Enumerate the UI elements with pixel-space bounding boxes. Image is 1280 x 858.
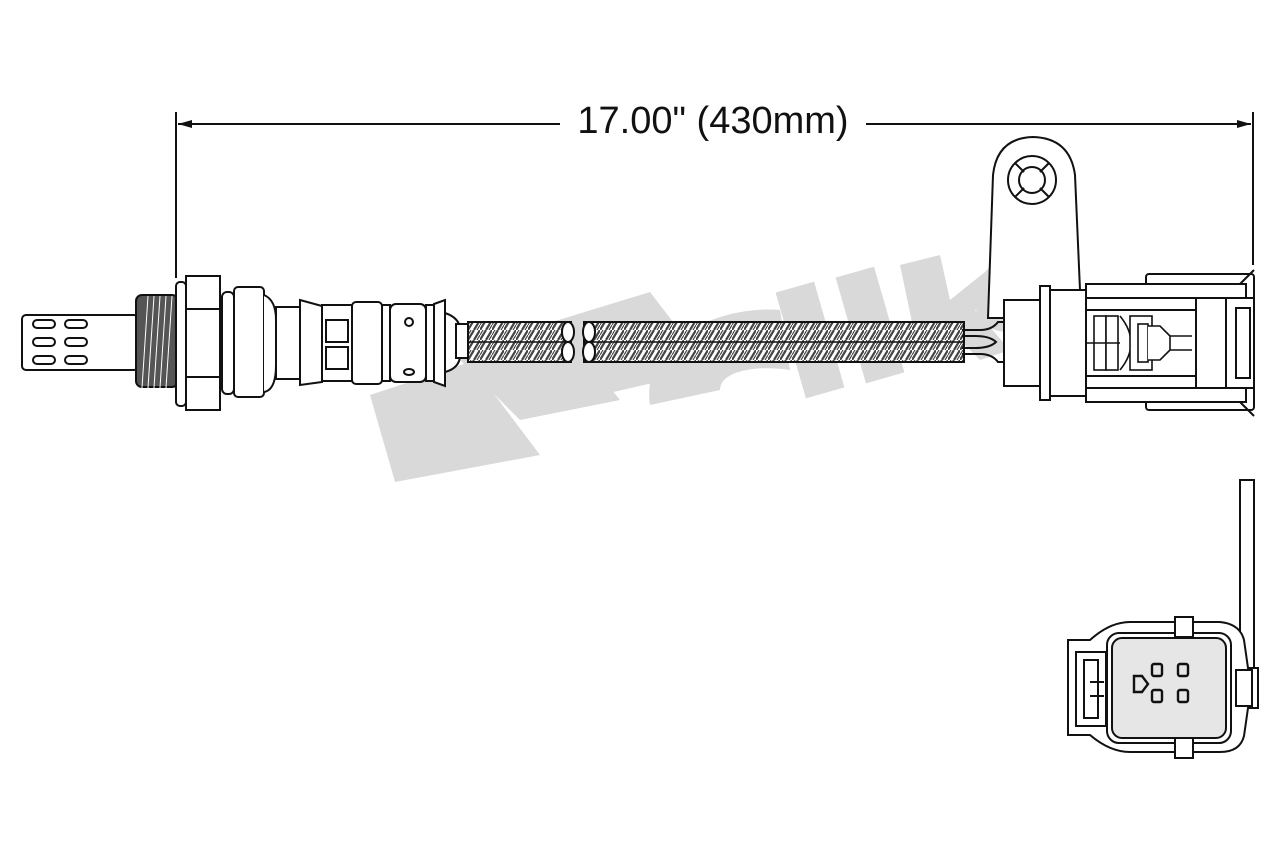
watermark-logo [370, 250, 1050, 482]
sensor-body [21, 275, 469, 411]
wire-harness-connector [1003, 269, 1255, 417]
connector-pins [1132, 662, 1190, 704]
wire-leads [962, 321, 1004, 363]
dimension-line [175, 112, 1254, 278]
hex-nut [185, 275, 221, 411]
threaded-body [135, 294, 179, 389]
connector-end-view [1067, 479, 1259, 759]
braided-cable [467, 321, 965, 363]
mounting-bracket [986, 135, 1082, 319]
dimension-label: 17.00" (430mm) [560, 96, 866, 146]
